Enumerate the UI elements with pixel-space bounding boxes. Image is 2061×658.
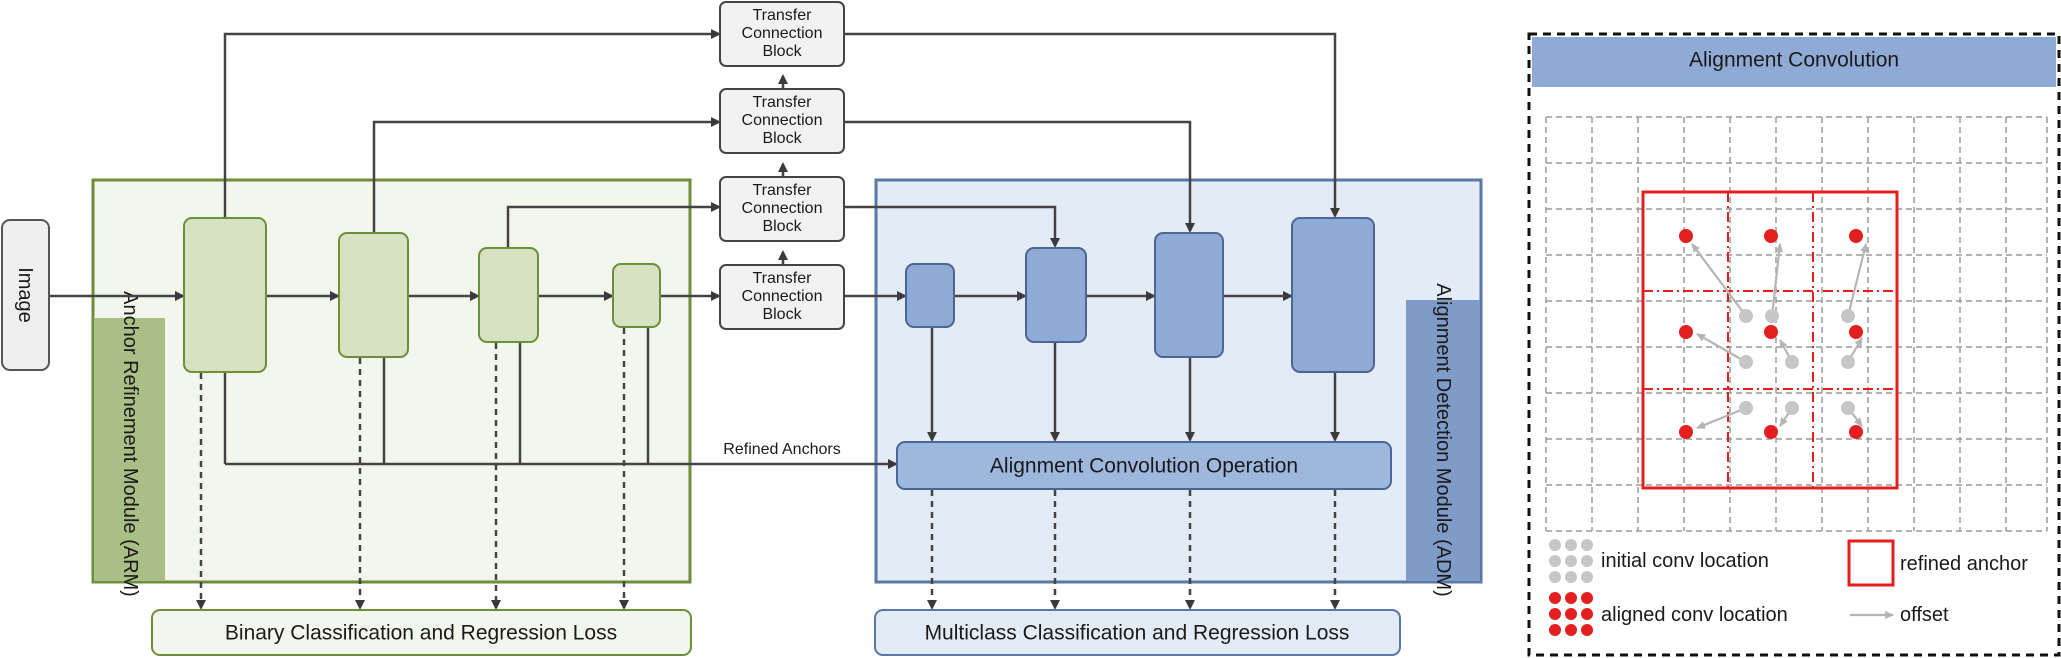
- svg-text:Transfer: Transfer: [753, 270, 813, 287]
- aligned-conv-dots: [1679, 229, 1863, 439]
- connections: [49, 29, 1340, 469]
- image-label: Image: [14, 267, 36, 323]
- tcb-3: Transfer Connection Block: [719, 176, 845, 242]
- legend-refined-label: refined anchor: [1900, 553, 2028, 575]
- multiclass-loss-box: [874, 609, 1401, 656]
- svg-text:Transfer: Transfer: [753, 182, 813, 199]
- svg-text:Connection: Connection: [742, 200, 823, 217]
- multiclass-loss-label: Multiclass Classification and Regression…: [925, 622, 1350, 645]
- offset-arrows: [1691, 243, 1868, 430]
- refined-anchor-box: [1641, 190, 1899, 490]
- adm-label-tab: [1406, 300, 1480, 581]
- binary-loss-label: Binary Classification and Regression Los…: [225, 622, 617, 645]
- binary-loss-box: [151, 609, 692, 656]
- adm-block-2: [1025, 247, 1087, 343]
- alignment-panel: [1527, 32, 2061, 657]
- svg-text:Block: Block: [762, 306, 802, 323]
- alignment-conv-op-label: Alignment Convolution Operation: [990, 455, 1298, 478]
- alignment-panel-header: [1532, 37, 2056, 87]
- legend-aligned-icon: [1549, 592, 1593, 636]
- arm-label: Anchor Refinement Module (ARM): [119, 291, 141, 597]
- svg-text:Block: Block: [762, 218, 802, 235]
- legend-initial-icon: [1549, 539, 1593, 583]
- adm-block-4: [1291, 217, 1375, 373]
- svg-text:Connection: Connection: [742, 112, 823, 129]
- arm-block-2: [338, 232, 409, 358]
- svg-text:Connection: Connection: [742, 288, 823, 305]
- svg-text:Transfer: Transfer: [753, 94, 813, 111]
- legend-refined-icon: [1847, 539, 1895, 587]
- conv-grid: [1545, 116, 2048, 532]
- alignment-conv-op: [896, 441, 1392, 490]
- arm-block-4: [612, 263, 661, 328]
- svg-text:Block: Block: [762, 130, 802, 147]
- legend-offset-label: offset: [1900, 604, 1949, 626]
- alignment-panel-title: Alignment Convolution: [1689, 49, 1899, 72]
- adm-block-3: [1154, 232, 1224, 358]
- initial-conv-dots: [1739, 309, 1855, 415]
- arm-block-1: [183, 217, 267, 373]
- legend-aligned-label: aligned conv location: [1601, 604, 1788, 626]
- loss-arrows: [196, 328, 1340, 610]
- adm-label: Alignment Detection Module (ADM): [1432, 283, 1454, 596]
- svg-text:Block: Block: [762, 43, 802, 60]
- arm-label-tab: [95, 318, 165, 580]
- svg-text:Connection: Connection: [742, 25, 823, 42]
- legend-initial-label: initial conv location: [1601, 550, 1769, 572]
- tcb-1: Transfer Connection Block: [719, 1, 845, 67]
- tcb-2: Transfer Connection Block: [719, 88, 845, 154]
- refined-anchors-label: Refined Anchors: [723, 441, 840, 458]
- adm-block-1: [905, 263, 955, 328]
- arm-block-3: [478, 247, 539, 343]
- tcb-4: Transfer Connection Block: [719, 264, 845, 330]
- svg-text:Transfer: Transfer: [753, 7, 813, 24]
